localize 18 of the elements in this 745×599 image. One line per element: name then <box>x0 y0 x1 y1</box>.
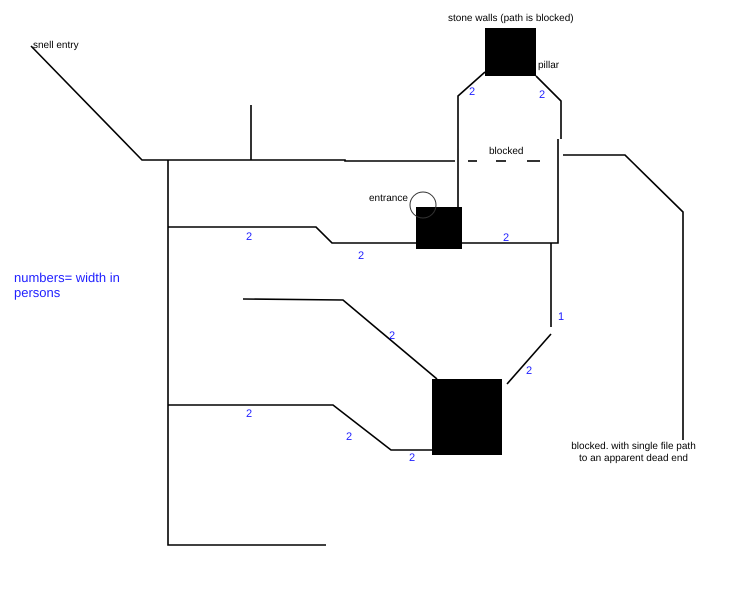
blocked-label: blocked <box>489 146 524 158</box>
width-number: 2 <box>346 431 352 443</box>
width-number: 1 <box>558 311 564 323</box>
wall-note: stone walls (path is blocked) <box>448 13 574 25</box>
legend-note: numbers= width in persons <box>14 270 121 300</box>
width-number: 2 <box>246 231 252 243</box>
width-number: 2 <box>389 330 396 342</box>
width-number: 2 <box>358 250 364 262</box>
entrance-label: entrance <box>369 193 408 205</box>
pillar-label: pillar <box>538 60 560 72</box>
width-number: 2 <box>526 365 532 377</box>
width-number: 2 <box>469 86 476 98</box>
dead-end-note: blocked. with single file path to an apparent dead end <box>570 441 697 465</box>
width-number: 2 <box>503 232 510 244</box>
width-number: 2 <box>246 408 252 420</box>
entry-label: snell entry <box>33 40 79 52</box>
width-number: 2 <box>409 452 416 464</box>
width-number: 2 <box>539 89 546 101</box>
